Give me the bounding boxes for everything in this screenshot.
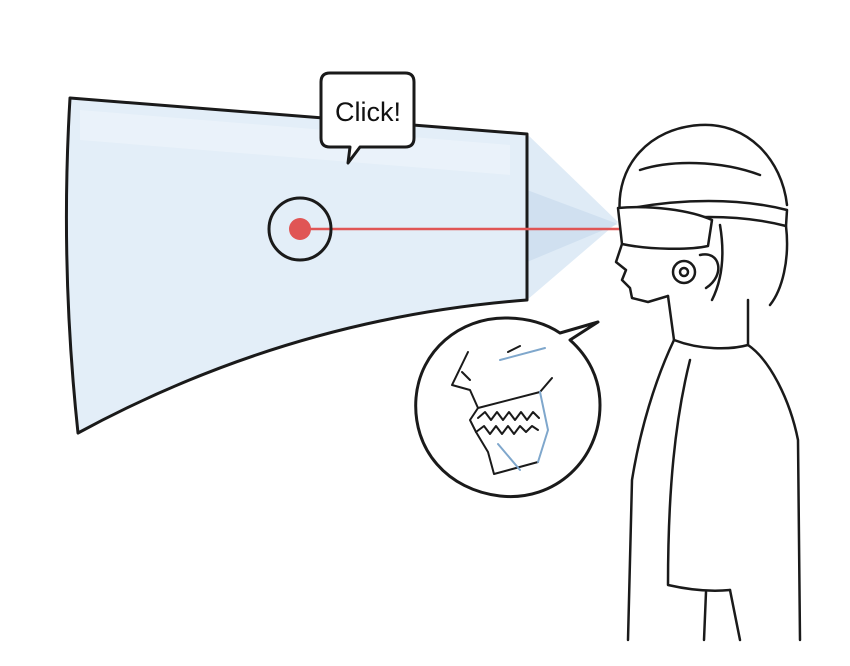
neck [666,294,676,342]
gaze-beam-inner [527,190,618,262]
smart-glasses [616,205,714,251]
jaw-thought-bubble [414,316,602,499]
jaw-accent-lines [497,347,550,471]
curved-screen[interactable] [64,96,529,435]
person-figure [614,123,802,642]
screen-glare [80,110,510,175]
face-profile [614,242,670,304]
click-speech-bubble: Click! [319,71,416,165]
earpiece-icon [671,259,697,285]
gaze-target-icon[interactable] [267,196,333,262]
cap [618,123,789,217]
click-label: Click! [335,97,401,127]
sleeve [666,358,732,593]
shirt [672,338,802,642]
ear [698,253,720,290]
